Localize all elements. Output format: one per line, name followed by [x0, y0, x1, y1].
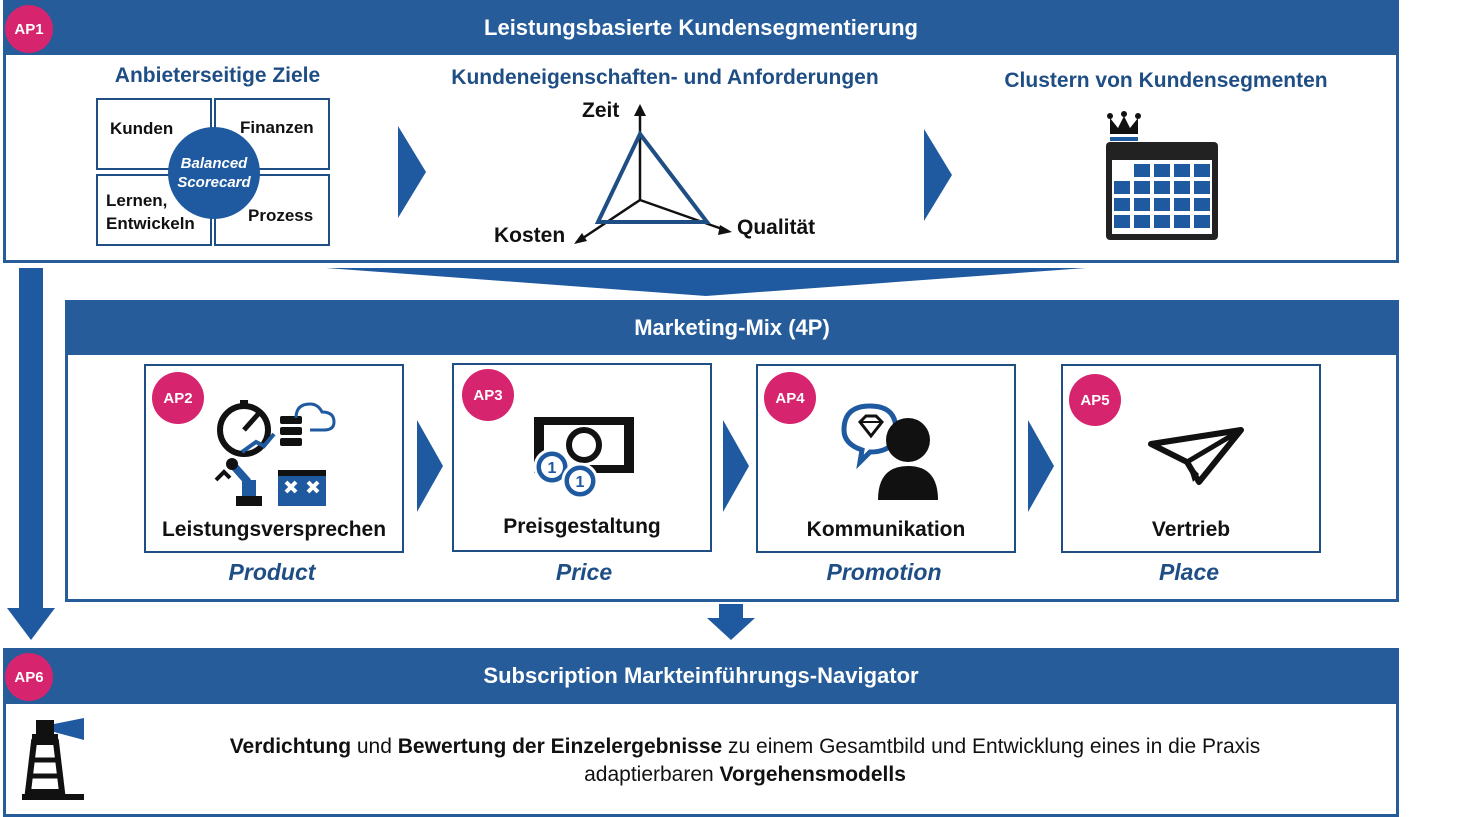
lighthouse-icon: [22, 718, 84, 800]
navigator-description: Verdichtung und Bewertung der Einzelerge…: [130, 733, 1360, 789]
text-vorgehensmodells: Vorgehensmodells: [719, 763, 906, 786]
label-finanzen: Finanzen: [240, 118, 314, 137]
radar-triangle-icon: [574, 104, 732, 244]
badge-ap2: AP2: [152, 372, 204, 424]
label-leistungsversprechen: Leistungsversprechen: [161, 518, 387, 541]
p-price: Price: [555, 559, 613, 585]
label-entwickeln: Entwickeln: [106, 214, 195, 233]
card-price: AP3 1 1 Preisgestaltung: [452, 363, 712, 552]
chevron-right-icon: [1028, 420, 1054, 512]
calendar-crown-icon: [1106, 111, 1218, 240]
label-prozess: Prozess: [248, 206, 314, 225]
label-kunden: Kunden: [110, 119, 174, 138]
marketing-mix-header: Marketing-Mix (4P): [65, 300, 1399, 355]
badge-ap4: AP4: [764, 372, 816, 424]
label-vertrieb: Vertrieb: [1151, 518, 1231, 541]
label-kommunikation: Kommunikation: [806, 518, 966, 541]
badge-ap3: AP3: [462, 369, 514, 421]
chevron-right-icon: [398, 126, 426, 218]
text-gesamtbild: zu einem Gesamtbild und Entwicklung eine…: [722, 735, 1261, 758]
text-bewertung: Bewertung der Einzelergebnisse: [397, 735, 723, 758]
paper-plane-icon: [1148, 427, 1244, 485]
label-lernen: Lernen,: [106, 191, 168, 210]
p-promotion: Promotion: [826, 559, 942, 585]
svg-text:1: 1: [548, 460, 557, 477]
segmentation-header: Leistungsbasierte Kundensegmentierung: [3, 0, 1399, 55]
marketing-mix-title: Marketing-Mix (4P): [634, 315, 830, 340]
badge-ap1: AP1: [5, 5, 53, 53]
segmentation-title: Leistungsbasierte Kundensegmentierung: [484, 15, 918, 40]
text-verdichtung: Verdichtung: [229, 735, 352, 758]
scorecard-label: Scorecard: [177, 174, 251, 191]
down-arrow-icon: [707, 604, 755, 640]
provider-goals-title: Anbieterseitige Ziele: [114, 64, 321, 87]
card-product: AP2 Leistungsversprechen: [144, 364, 404, 553]
customer-requirements-title: Kundeneigenschaften- und Anforderungen: [451, 66, 879, 89]
p-product: Product: [228, 559, 316, 585]
money-icon: 1 1: [533, 417, 634, 500]
chevron-right-icon: [723, 420, 749, 512]
navigator-title: Subscription Markteinführungs-Navigator: [483, 663, 919, 688]
badge-ap6: AP6: [5, 653, 53, 701]
label-preisgestaltung: Preisgestaltung: [503, 515, 661, 538]
axis-qualitaet: Qualität: [737, 216, 816, 239]
svg-text:1: 1: [576, 474, 585, 491]
axis-kosten: Kosten: [494, 224, 566, 247]
p-place: Place: [1158, 559, 1220, 585]
product-icons: [214, 400, 336, 506]
text-und: und: [351, 735, 398, 758]
long-down-arrow-icon: [7, 268, 55, 640]
balanced-label: Balanced: [180, 155, 248, 172]
clustering-title: Clustern von Kundensegmenten: [1004, 69, 1328, 92]
axis-zeit: Zeit: [582, 99, 620, 122]
funnel-arrow-icon: [326, 268, 1086, 296]
navigator-header: Subscription Markteinführungs-Navigator: [3, 648, 1399, 704]
chevron-right-icon: [417, 420, 443, 512]
badge-ap5: AP5: [1069, 374, 1121, 426]
text-adaptierbaren: adaptierbaren: [584, 763, 720, 786]
balanced-scorecard-circle: Balanced Scorecard: [168, 127, 260, 219]
card-place: AP5 Vertrieb: [1061, 364, 1321, 553]
chevron-right-icon: [924, 129, 952, 221]
speech-person-icon: [841, 403, 938, 500]
card-promotion: AP4 Kommunikation: [756, 364, 1016, 553]
